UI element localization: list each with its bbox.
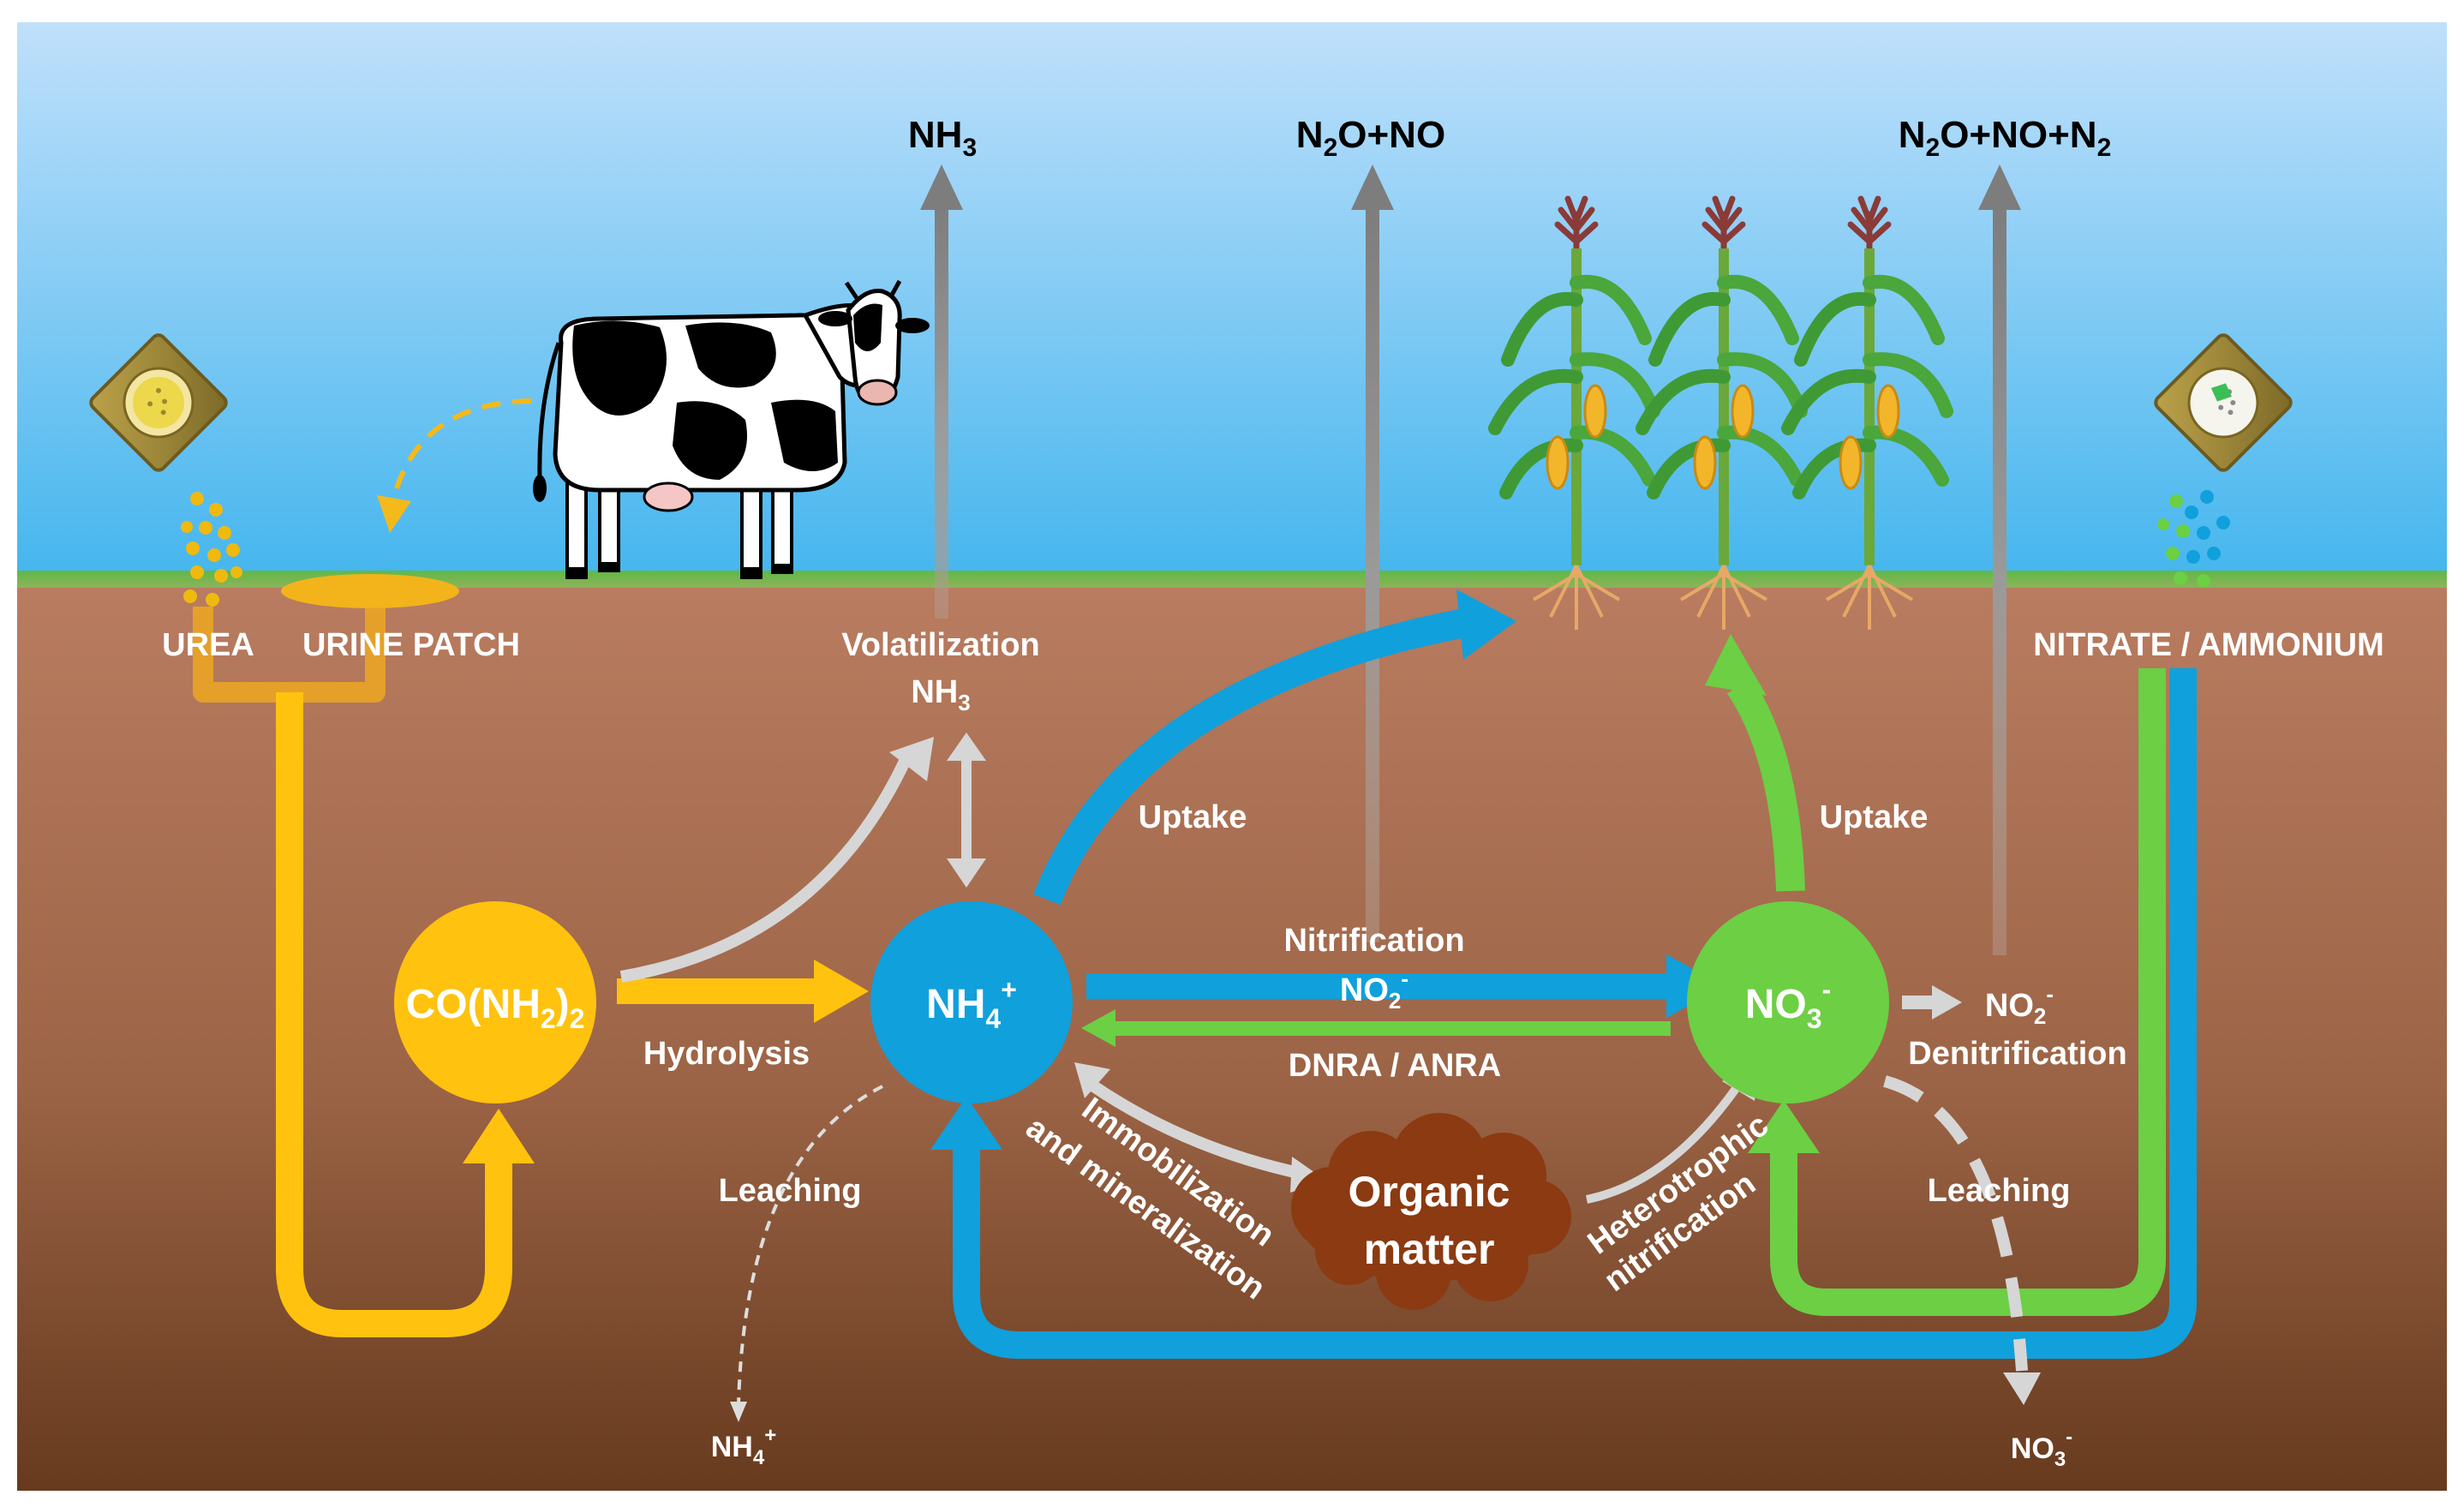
immobilization-arrowhead-a (1074, 1062, 1110, 1098)
denitrification-no2-label: NO2- (1985, 981, 2054, 1029)
uptake-ammonium-label: Uptake (1139, 799, 1247, 835)
nitrate-pipe-arrowhead (1748, 1100, 1820, 1153)
atmosphere-labels: NH3 N2O+NO N2O+NO+N2 (908, 114, 2111, 162)
hydrolysis-label: Hydrolysis (643, 1036, 810, 1072)
hydrolysis-arrowhead (814, 960, 869, 1023)
nitrate-fertilizer-pipe (1770, 668, 2166, 1316)
organic-matter-cloud (1291, 1113, 1571, 1310)
leaching-ammonium-label: Leaching (719, 1173, 862, 1209)
process-labels: Hydrolysis Uptake Uptake Nitrification N… (643, 799, 2127, 1471)
urea-bag-icon (89, 333, 228, 472)
gas-arrow-n2o-no (1351, 164, 1394, 942)
urea-granules (181, 492, 242, 607)
urine-patch (281, 574, 459, 608)
grass-line (17, 571, 2447, 588)
cow-illustration (533, 279, 930, 579)
node-labels: CO(NH2)2 NH4+ NO3- Organic matter (406, 974, 1832, 1273)
nitrification-arrow (1086, 973, 1669, 999)
volatilization-label: Volatilization (841, 627, 1040, 663)
leaching-ammonium-arrow (737, 1085, 883, 1406)
ammonium-node (870, 901, 1073, 1103)
nitrate-ammonium-label: NITRATE / AMMONIUM (2033, 627, 2384, 663)
urine-dashed-arrow (392, 398, 532, 498)
volatilization-arrow (619, 751, 914, 983)
dnra-arrow (1112, 1021, 1671, 1036)
urea-pipe (276, 692, 512, 1337)
leached-ammonium-label: NH4+ (711, 1424, 776, 1469)
ammonium-fertilizer-pipe (953, 668, 2197, 1359)
immobilization-arrow (1083, 1076, 1304, 1180)
urine-arrowhead (377, 495, 411, 533)
nitrate-ammonium-granules (2157, 490, 2230, 588)
surface-labels: UREA URINE PATCH Volatilization NH3 NITR… (162, 627, 2384, 715)
ammonium-label: NH4+ (926, 974, 1017, 1034)
hydrolysis-arrow (617, 978, 818, 1004)
gas-arrow-n2o-no-n2 (1978, 164, 2021, 955)
corn-plant-1 (1488, 195, 1660, 630)
leaching-nitrate-label: Leaching (1928, 1173, 2071, 1209)
denitrification-arrow (1902, 996, 1936, 1009)
uptake-ammonium-arrow (1033, 607, 1477, 906)
nitrate-node (1687, 901, 1889, 1103)
denitrification-arrowhead (1932, 985, 1962, 1020)
urine-patch-label: URINE PATCH (302, 627, 520, 663)
urea-compound-label: CO(NH2)2 (406, 982, 585, 1034)
dnra-anra-label: DNRA / ANRA (1289, 1048, 1501, 1084)
nitrate-ammonium-bag-icon (2154, 333, 2293, 472)
organic-matter-label-1: Organic (1349, 1168, 1510, 1216)
n2o-no-n2-gas-label: N2O+NO+N2 (1899, 114, 2112, 162)
ammonium-pipe-arrowhead (930, 1097, 1002, 1150)
n2o-no-gas-label: N2O+NO (1296, 114, 1445, 162)
nitrification-no2-label: NO2- (1340, 966, 1408, 1014)
gas-arrow-nh3 (920, 164, 963, 619)
denitrification-label: Denitrification (1908, 1036, 2126, 1072)
nh3-gas-label: NH3 (908, 114, 977, 162)
sky (17, 22, 2447, 577)
dnra-arrowhead (1081, 1009, 1115, 1047)
nitrification-label: Nitrification (1283, 923, 1464, 959)
organic-matter-label-2: matter (1364, 1225, 1495, 1273)
urea-compound-node (394, 901, 596, 1103)
leached-nitrate-label: NO3- (2011, 1426, 2072, 1471)
nh3-nh4-equilibrium-arrow (947, 733, 986, 888)
urea-pipe-arrowhead (463, 1109, 535, 1163)
nitrate-label: NO3- (1745, 974, 1831, 1034)
volatilization-arrowhead (889, 737, 934, 781)
heterotrophic-arrow (1585, 1081, 1743, 1204)
uptake-nitrate-arrow (1726, 677, 1805, 892)
leaching-nitrate-arrow (1883, 1075, 2028, 1372)
leaching-nitrate-arrowhead (2003, 1372, 2041, 1405)
volatilization-nh3-label: NH3 (911, 674, 970, 715)
leaching-ammonium-arrowhead (730, 1402, 747, 1422)
uptake-nitrate-label: Uptake (1820, 799, 1929, 835)
uptake-ammonium-arrowhead (1456, 589, 1516, 660)
urea-label: UREA (162, 627, 254, 663)
uptake-nitrate-arrowhead (1705, 634, 1767, 696)
